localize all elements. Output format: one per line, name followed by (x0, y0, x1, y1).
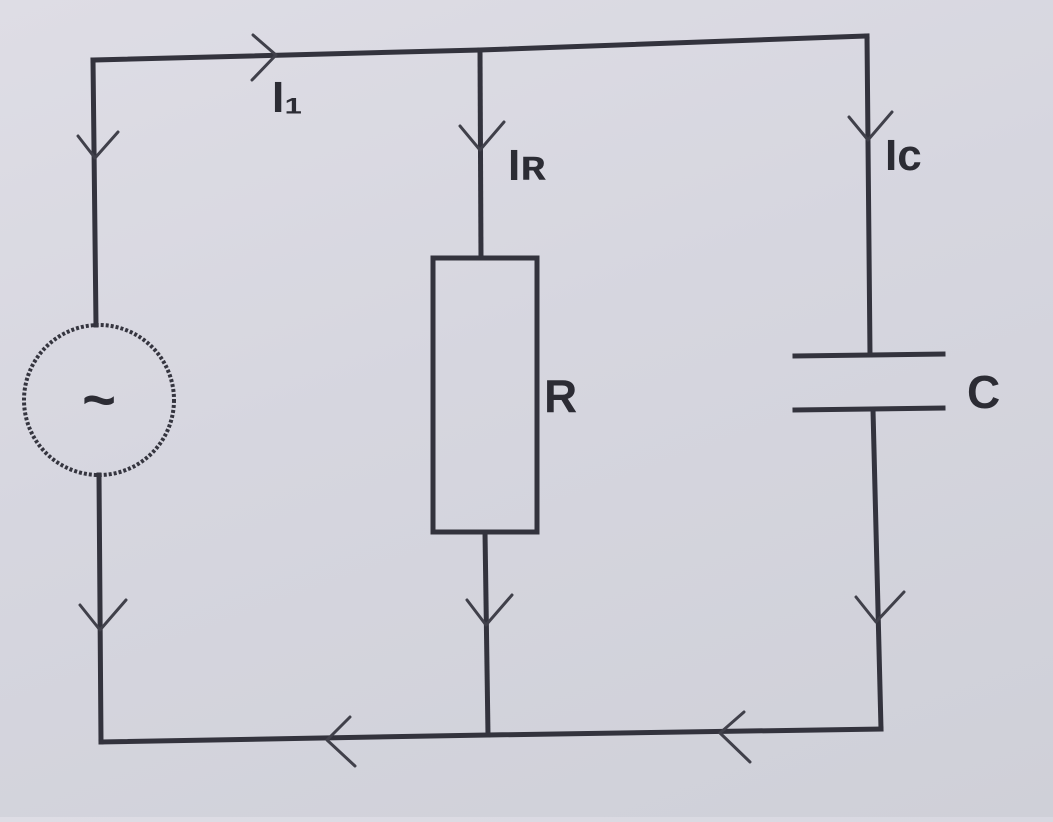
middle-upper-wire (477, 47, 484, 261)
capacitor-plate-bottom (792, 405, 946, 413)
arrow-bottom-right (718, 710, 752, 764)
left-upper-wire (90, 57, 99, 328)
capacitor-label: C (967, 366, 1000, 418)
arrow-right-lower (854, 590, 906, 624)
current-labels: I₁ Iʀ Iᴄ (272, 73, 922, 190)
arrow-bottom-left (325, 715, 357, 768)
resistor: R (430, 255, 577, 535)
resistor-label: R (544, 370, 577, 422)
right-lower-wire (870, 407, 884, 732)
left-lower-wire (96, 472, 104, 745)
arrow-left-lower (78, 598, 128, 632)
arrow-middle-upper (458, 120, 506, 152)
middle-lower-wire (482, 529, 491, 738)
wires (90, 33, 884, 745)
capacitor-plate-top (792, 351, 946, 359)
resistor-body (430, 255, 540, 535)
arrow-right-upper (847, 110, 894, 142)
capacitor-current-label: Iᴄ (885, 131, 922, 180)
ac-source-circle (22, 323, 176, 477)
right-upper-wire (864, 33, 873, 358)
arrow-top-wire (250, 33, 278, 82)
arrow-middle-lower (465, 593, 514, 627)
current-arrows (76, 33, 906, 768)
source-current-label: I₁ (272, 73, 302, 122)
bottom-wire (98, 726, 884, 745)
ac-source-symbol: ~ (82, 368, 116, 433)
arrow-left-upper (76, 130, 120, 160)
resistor-current-label: Iʀ (508, 141, 546, 190)
capacitor: C (792, 351, 1000, 418)
ac-source: ~ (22, 323, 176, 477)
